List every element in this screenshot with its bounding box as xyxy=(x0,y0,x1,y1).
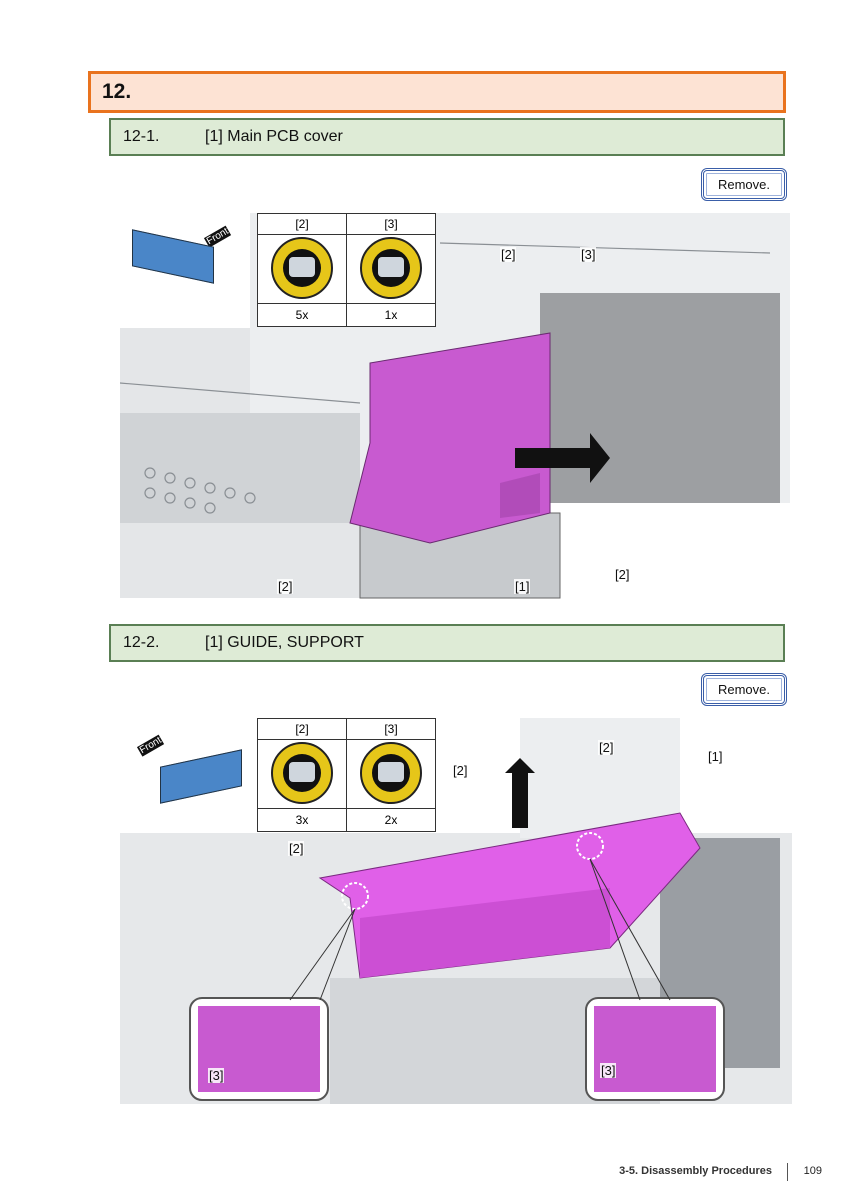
callout-label: [2] xyxy=(614,567,631,582)
callout-label: [2] xyxy=(277,579,294,594)
footer-divider xyxy=(787,1163,788,1181)
callout-label: [1] xyxy=(707,749,724,764)
remove-button[interactable]: Remove. xyxy=(701,673,787,706)
step-number: 12-1. xyxy=(123,128,160,145)
screw-label: [2] xyxy=(257,718,347,740)
page-number: 109 xyxy=(803,1165,822,1177)
section-header: 12. xyxy=(88,71,786,113)
callout-label: [3] xyxy=(600,1063,617,1078)
screw-label: [3] xyxy=(346,213,436,235)
step-header-12-2: 12-2. [1] GUIDE, SUPPORT xyxy=(109,624,785,662)
remove-button[interactable]: Remove. xyxy=(701,168,787,201)
footer-section: 3-5. Disassembly Procedures xyxy=(619,1165,772,1177)
callout-label: [1] xyxy=(514,579,531,594)
screw-icon xyxy=(271,741,333,804)
printer-illustration xyxy=(120,718,792,1104)
callout-label: [2] xyxy=(288,841,305,856)
callout-label: [2] xyxy=(452,763,469,778)
screw-count: 2x xyxy=(346,808,436,832)
callout-label: [3] xyxy=(208,1068,225,1083)
screw-tab-icon xyxy=(360,236,422,299)
screw-tab-icon xyxy=(360,741,422,804)
callout-label: [2] xyxy=(598,740,615,755)
screw-label: [2] xyxy=(257,213,347,235)
step-title: [1] GUIDE, SUPPORT xyxy=(205,634,364,651)
step-number: 12-2. xyxy=(123,634,160,651)
screw-count: 3x xyxy=(257,808,347,832)
screw-icon xyxy=(271,236,333,299)
screw-label: [3] xyxy=(346,718,436,740)
section-title: 12. xyxy=(102,80,132,103)
printer-illustration xyxy=(120,213,790,599)
screw-count: 5x xyxy=(257,303,347,327)
callout-label: [3] xyxy=(580,247,597,262)
step-title: [1] Main PCB cover xyxy=(205,128,343,145)
callout-label: [2] xyxy=(500,247,517,262)
step-header-12-1: 12-1. [1] Main PCB cover xyxy=(109,118,785,156)
screw-count: 1x xyxy=(346,303,436,327)
